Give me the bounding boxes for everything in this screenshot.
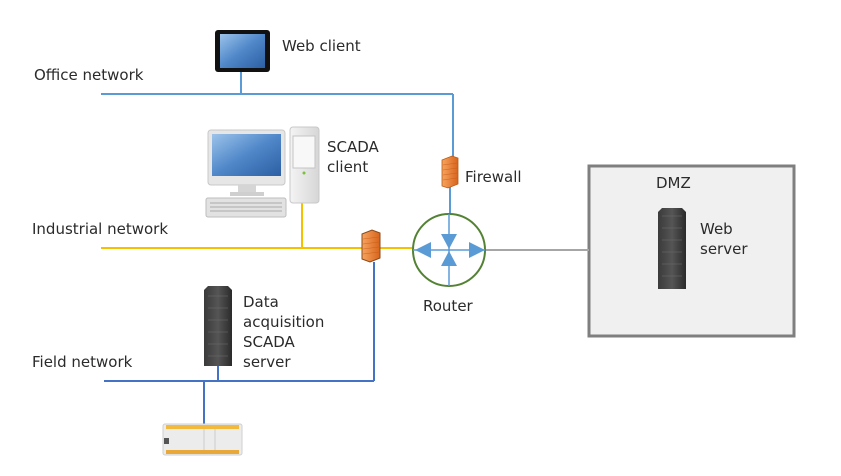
web-server-label-line1: Web xyxy=(700,220,733,238)
dmz-label: DMZ xyxy=(656,174,691,192)
plc-device-icon xyxy=(162,423,243,456)
web-server-rack-icon xyxy=(658,208,686,289)
firewall-icon xyxy=(441,155,459,189)
web-client-tablet-icon xyxy=(215,30,270,72)
dmz-zone xyxy=(587,164,796,338)
daq-server-label-line3: SCADA xyxy=(243,333,295,351)
industrial-network-lines xyxy=(101,203,412,249)
firewall-label: Firewall xyxy=(465,168,522,186)
field-network-lines xyxy=(104,262,375,424)
daq-server-rack-icon xyxy=(204,286,232,366)
scada-client-label-line1: SCADA xyxy=(327,138,379,156)
daq-server-label-line4: server xyxy=(243,353,291,371)
industrial-network-label: Industrial network xyxy=(32,220,169,238)
scada-client-label-line2: client xyxy=(327,158,369,176)
router-label: Router xyxy=(423,297,473,315)
web-server-label-line2: server xyxy=(700,240,748,258)
daq-server-label-line2: acquisition xyxy=(243,313,325,331)
office-network-label: Office network xyxy=(34,66,144,84)
scada-client-computer-icon xyxy=(205,126,320,218)
field-network-label: Field network xyxy=(32,353,133,371)
web-client-label: Web client xyxy=(282,37,361,55)
industrial-firewall-icon xyxy=(361,229,381,263)
router-icon xyxy=(412,213,486,287)
daq-server-label-line1: Data xyxy=(243,293,279,311)
office-network-lines xyxy=(101,72,454,220)
